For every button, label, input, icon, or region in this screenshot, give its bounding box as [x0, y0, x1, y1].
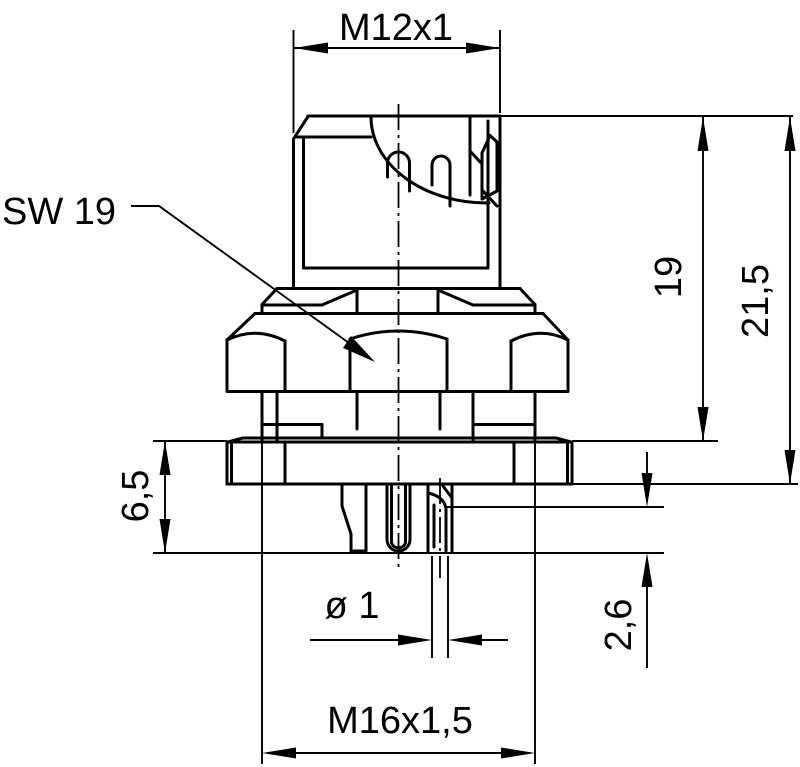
connector-outline	[225, 114, 574, 553]
upper-body-m12	[292, 114, 502, 290]
dim-cup-depth: 2,6	[446, 452, 664, 668]
dim-thread-top: M12x1	[292, 7, 501, 133]
sectioned-pin-walls	[426, 482, 454, 553]
dim-total-height: 21,5	[572, 116, 798, 485]
centerlines	[397, 104, 441, 578]
dim-body-height: 19	[500, 115, 793, 442]
dim-65-label: 6,5	[115, 470, 157, 523]
dim-m12x1-label: M12x1	[339, 7, 453, 49]
dim-hole-diameter: ø 1	[310, 556, 508, 658]
hex-nut	[225, 312, 570, 393]
dim-mounting-thread: M16x1,5	[261, 440, 536, 764]
dim-19-label: 19	[648, 256, 690, 298]
contact-slot-right	[430, 154, 452, 208]
flange	[225, 436, 574, 486]
solder-pins	[340, 482, 454, 553]
dim-wrench-size: SW 19	[2, 191, 375, 362]
coding-keyway	[480, 134, 499, 201]
dim-flange-depth: 6,5	[115, 440, 664, 554]
dim-dia1-label: ø 1	[325, 585, 380, 627]
dim-215-label: 21,5	[735, 264, 777, 338]
dim-m16-label: M16x1,5	[327, 700, 473, 742]
collar-ring	[260, 287, 537, 315]
blade-pin	[340, 482, 368, 553]
mounting-neck-m16	[260, 390, 537, 442]
dim-sw19-label: SW 19	[2, 191, 116, 233]
cutaway-arc	[369, 116, 491, 205]
dim-26-label: 2,6	[598, 599, 640, 652]
